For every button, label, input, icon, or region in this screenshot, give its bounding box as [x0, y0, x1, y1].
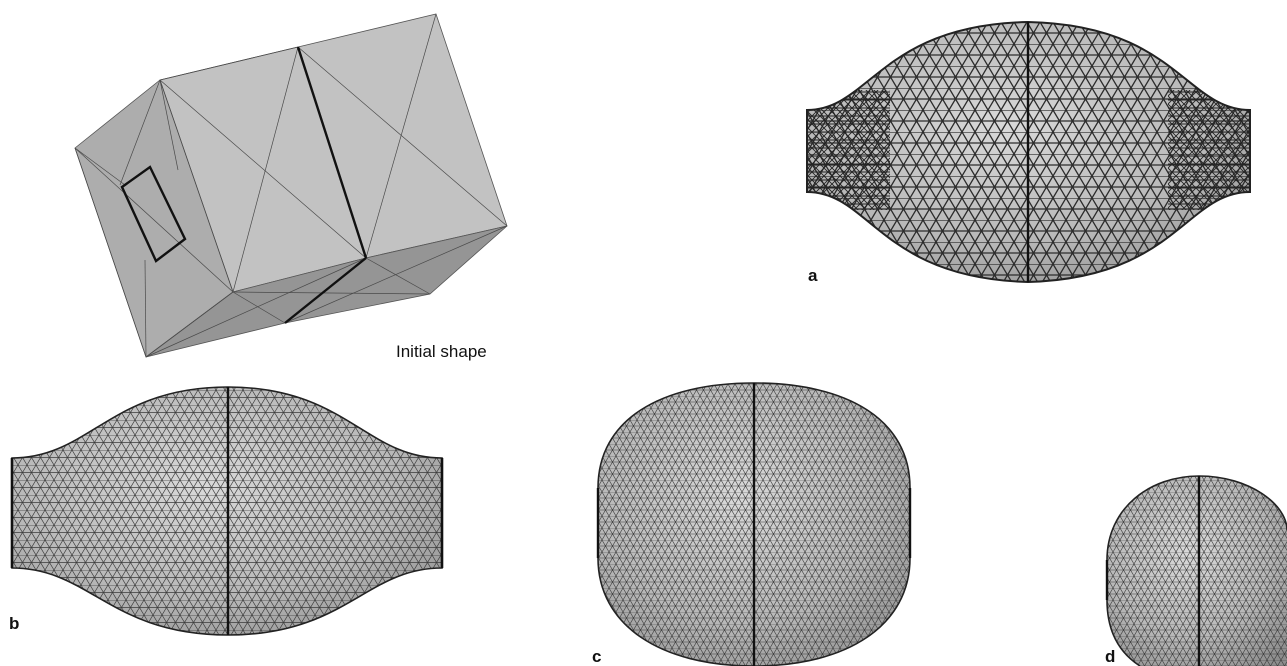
panel-label-c: c: [592, 647, 602, 666]
mesh-shape-d: [1105, 475, 1287, 666]
panel-label-b: b: [9, 614, 20, 633]
initial-shape-box: [74, 13, 508, 358]
mesh-shape-b: [10, 386, 444, 636]
initial-shape-caption: Initial shape: [396, 342, 487, 361]
mesh-shape-a: [806, 20, 1251, 284]
mesh-shape-c: [596, 382, 912, 666]
panel-label-a: a: [808, 266, 818, 285]
panel-label-d: d: [1105, 647, 1116, 666]
